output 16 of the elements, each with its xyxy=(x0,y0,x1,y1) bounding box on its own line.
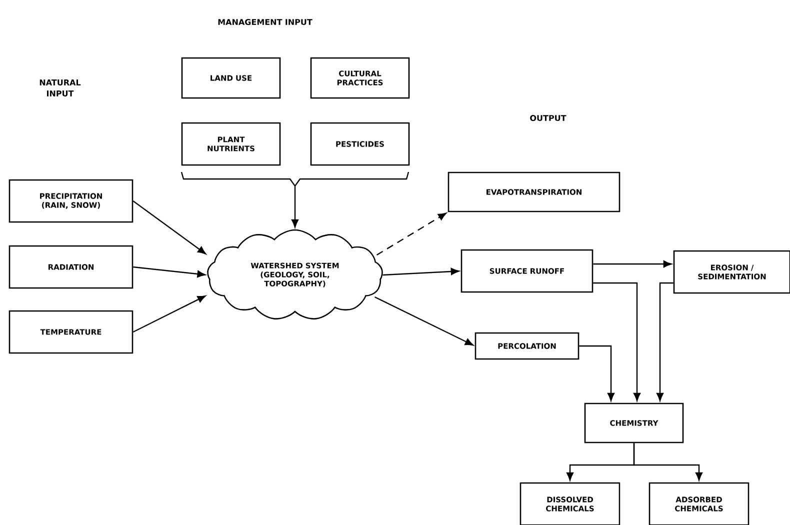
arrow xyxy=(593,282,641,402)
heading: MANAGEMENT INPUT xyxy=(218,18,312,26)
arrow xyxy=(374,296,474,346)
arrow xyxy=(656,282,674,402)
arrow xyxy=(593,260,672,268)
arrow xyxy=(633,443,703,481)
heading: NATURAL INPUT xyxy=(40,80,81,96)
brace xyxy=(180,172,410,188)
heading: OUTPUT xyxy=(530,114,566,122)
arrow xyxy=(132,295,206,333)
arrow xyxy=(382,268,460,276)
arrow xyxy=(376,212,446,256)
arrow xyxy=(291,186,299,228)
arrow xyxy=(132,200,206,254)
arrow xyxy=(133,266,206,278)
arrow xyxy=(579,345,615,402)
